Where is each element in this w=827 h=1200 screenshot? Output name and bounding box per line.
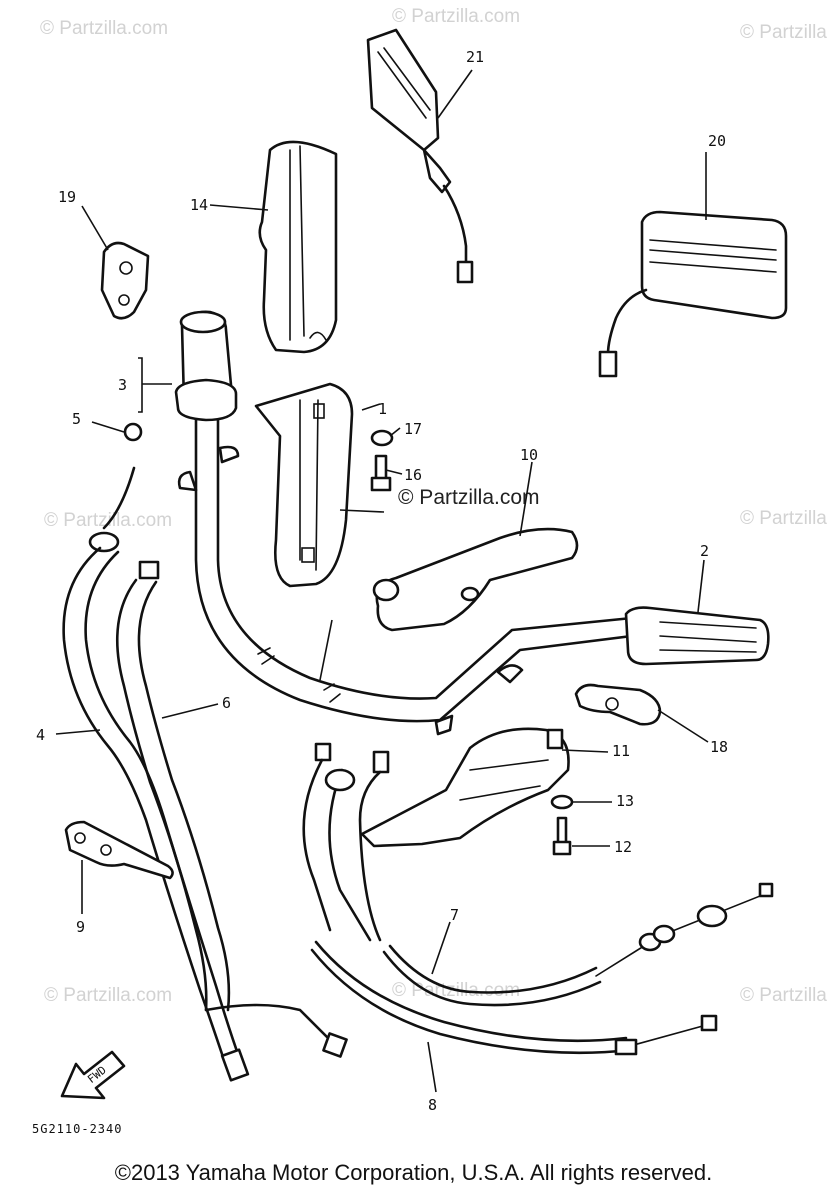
callout-18: 18 <box>710 738 728 756</box>
part-10-switch <box>372 527 579 632</box>
part-18-switch <box>574 683 662 726</box>
part-14-cover <box>258 140 338 354</box>
part-holder-cover <box>254 382 354 588</box>
callout-16: 16 <box>404 466 422 484</box>
watermark: © Partzilla.com <box>44 510 173 531</box>
part-3-left-grip <box>174 310 238 422</box>
part-4-cable <box>62 466 250 1082</box>
part-11-lever <box>360 727 570 848</box>
callout-12: 12 <box>614 838 632 856</box>
part-2-right-grip <box>624 606 770 666</box>
callout-13: 13 <box>616 792 634 810</box>
part-19-bracket <box>100 241 150 320</box>
callout-7: 7 <box>450 906 459 924</box>
callout-3: 3 <box>118 376 127 394</box>
watermark: © Partzilla.com <box>740 508 827 529</box>
part-1-handlebar <box>177 418 634 736</box>
callout-6: 6 <box>222 694 231 712</box>
fwd-arrow-icon: FWD <box>60 1050 126 1100</box>
watermark-center: © Partzilla.com <box>398 486 540 509</box>
callout-14: 14 <box>190 196 208 214</box>
callout-19: 19 <box>58 188 76 206</box>
part-7-cable <box>302 742 774 1007</box>
watermark: © Partzilla.com <box>44 985 173 1006</box>
diagram-code: 5G2110-2340 <box>32 1122 123 1136</box>
part-12-screw <box>552 816 572 856</box>
part-8-cable <box>310 750 718 1056</box>
part-21-left-mirror <box>366 28 474 284</box>
leader-lines <box>55 69 709 1093</box>
part-13-washer <box>550 794 574 810</box>
callout-9: 9 <box>76 918 85 936</box>
callout-2: 2 <box>700 542 709 560</box>
part-20-right-mirror <box>598 210 788 378</box>
callout-17: 17 <box>404 420 422 438</box>
watermark: © Partzilla.com <box>740 985 827 1006</box>
watermark: © Partzilla.com <box>40 18 169 39</box>
part-9-bracket <box>64 820 174 880</box>
copyright-footer: ©2013 Yamaha Motor Corporation, U.S.A. A… <box>114 1160 713 1185</box>
callout-8: 8 <box>428 1096 437 1114</box>
callout-21: 21 <box>466 48 484 66</box>
part-16-bolt <box>370 454 392 492</box>
part-6-cable <box>115 560 348 1058</box>
part-17-nut <box>370 429 394 447</box>
callout-4: 4 <box>36 726 45 744</box>
part-5-clamp <box>123 422 143 442</box>
watermark: © Partzilla.com <box>740 22 827 43</box>
callout-5: 5 <box>72 410 81 428</box>
watermark: © Partzilla.com <box>392 6 521 27</box>
callout-11: 11 <box>612 742 630 760</box>
callout-20: 20 <box>708 132 726 150</box>
callout-10: 10 <box>520 446 538 464</box>
callout-1: 1 <box>378 400 387 418</box>
